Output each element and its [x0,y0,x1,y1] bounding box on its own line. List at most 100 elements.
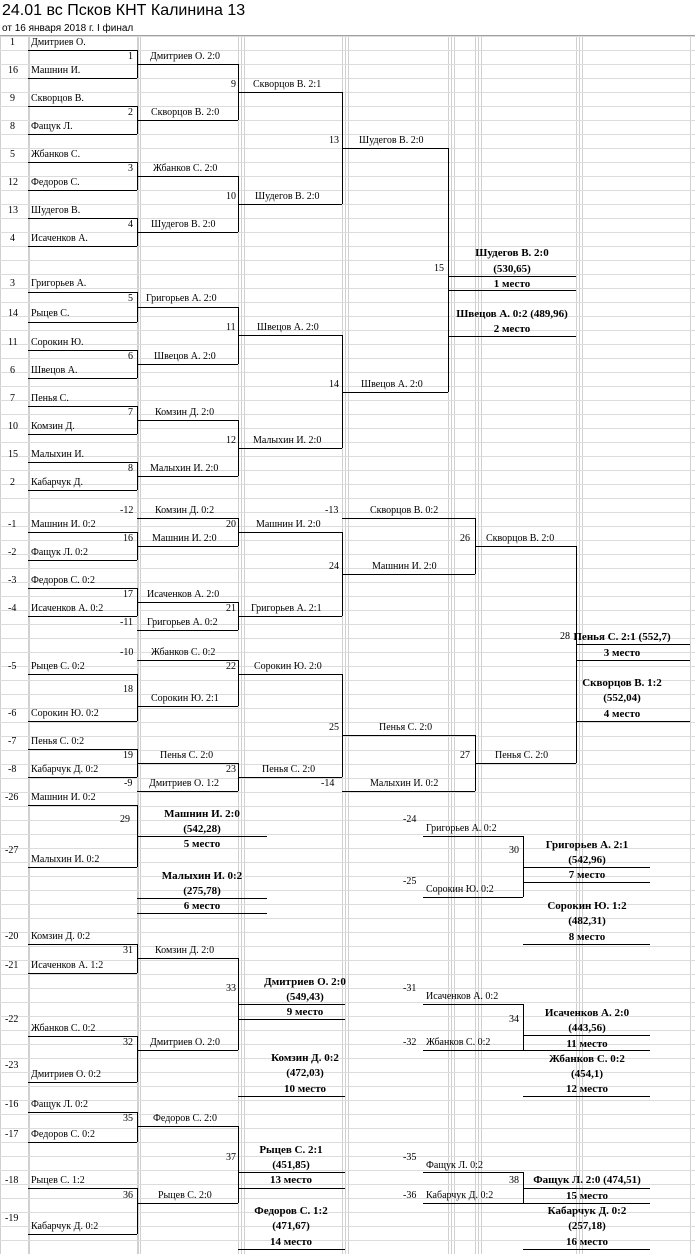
bracket-label: 6 [128,351,133,362]
bracket-label: Григорьев А. [31,278,87,289]
bracket-label: Швецов А. 2:0 [257,322,319,333]
bracket-label: Фащук Л. [31,121,73,132]
bracket-label: Исаченков А. 0:2 [31,603,104,614]
bracket-label: 18 [123,684,133,695]
bracket-label: 21 [226,603,236,614]
seed-number: 16 [8,65,18,76]
result-label: Скворцов В. 1:2 [582,677,662,689]
bracket-label: 33 [226,983,236,994]
bracket-label: 10 [226,191,236,202]
bracket-label: 5 [128,293,133,304]
bracket-label: 32 [123,1037,133,1048]
bracket-label: Пенья С. 2:0 [495,750,549,761]
result-label: Жбанков С. 0:2 [549,1053,625,1065]
bracket-label: Исаченков А. 2:0 [147,589,220,600]
bracket-label: Фащук Л. 0:2 [31,547,88,558]
result-label: (542,96) [568,854,606,866]
bracket-label: Дмитриев О. 1:2 [149,778,220,789]
bracket-label: Шудегов В. 2:0 [255,191,320,202]
result-label: Швецов А. 0:2 (489,96) [456,308,568,320]
result-label: 10 место [284,1083,326,1095]
bracket-label: Федоров С. [31,177,80,188]
bracket-label: Кабарчук Д. 0:2 [426,1190,494,1201]
bracket-label: Малыхин И. [31,449,85,460]
seed-number: -4 [8,603,17,614]
seed-number: 2 [10,477,15,488]
result-label: Машнин И. 2:0 [164,808,240,820]
result-label: (275,78) [183,885,221,897]
bracket-label: Рыцев С. 1:2 [31,1175,85,1186]
seed-number: 13 [8,205,18,216]
seed-number: -3 [8,575,17,586]
bracket-label: Комзин Д. [31,421,75,432]
bracket-label: 13 [329,135,339,146]
bracket-label: Малыхин И. 0:2 [31,854,100,865]
page-title: 24.01 вс Псков КНТ Калинина 13 [2,2,246,19]
bracket-label: Швецов А. 2:0 [154,351,216,362]
result-label: (454,1) [570,1068,604,1080]
bracket-label: 37 [226,1152,236,1163]
seed-number: 7 [10,393,15,404]
bracket-label: Машнин И. [31,65,81,76]
result-label: Сорокин Ю. 1:2 [547,900,627,912]
bracket-label: Швецов А. 2:0 [361,379,423,390]
bracket-label: Машнин И. 0:2 [31,792,96,803]
bracket-label: Кабарчук Д. [31,477,83,488]
bracket-label: 4 [128,219,133,230]
bracket-label: Сорокин Ю. 2:0 [254,661,322,672]
result-label: (530,65) [493,263,531,275]
bracket-label: Шудегов В. [31,205,81,216]
bracket-label: Машнин И. 2:0 [372,561,437,572]
bracket-label: 11 [226,322,236,333]
bracket-label: Жбанков С. 0:2 [31,1023,96,1034]
bracket-label: -10 [120,647,134,658]
bracket-label: 1 [128,51,133,62]
seed-number: 10 [8,421,18,432]
bracket-label: 30 [509,845,519,856]
bracket-label: Шудегов В. 2:0 [359,135,424,146]
result-label: 1 место [493,278,531,290]
bracket-label: Дмитриев О. [31,37,86,48]
bracket-label: Дмитриев О. 2:0 [150,51,221,62]
bracket-label: Комзин Д. 0:2 [155,505,215,516]
bracket-label: Пенья С. 2:0 [262,764,316,775]
result-label: (482,31) [568,915,606,927]
bracket-label: Фащук Л. 0:2 [31,1099,88,1110]
bracket-label: Скворцов В. 2:1 [253,79,322,90]
bracket-label: 3 [128,163,133,174]
bracket-label: Скворцов В. 0:2 [370,505,439,516]
result-label: 8 место [568,931,606,943]
result-label: 7 место [568,869,606,881]
seed-number: 9 [10,93,15,104]
bracket-label: Швецов А. [31,365,78,376]
result-label: 14 место [270,1236,312,1248]
result-label: (443,56) [568,1022,606,1034]
result-label: Исаченков А. 2:0 [544,1007,630,1019]
result-label: 15 место [566,1190,608,1202]
result-label: 12 место [566,1083,608,1095]
result-label: 16 место [566,1236,608,1248]
bracket-label: Сорокин Ю. 2:1 [151,693,219,704]
seed-number: -22 [5,1014,19,1025]
seed-number: 1 [10,37,15,48]
seed-number: 8 [10,121,15,132]
bracket-label: Сорокин Ю. 0:2 [426,884,494,895]
bracket-label: 29 [120,814,130,825]
bracket-label: Малыхин И. 0:2 [370,778,439,789]
bracket-label: Малыхин И. 2:0 [150,463,219,474]
bracket-label: Пенья С. [31,393,69,404]
bracket-label: Рыцев С. 2:0 [158,1190,212,1201]
bracket-label: Федоров С. 2:0 [153,1113,217,1124]
bracket-label: Пенья С. 0:2 [31,736,85,747]
bracket-label: 24 [329,561,339,572]
bracket-label: 7 [128,407,133,418]
bracket-label: -36 [403,1190,417,1201]
seed-number: -6 [8,708,17,719]
bracket-label: Пенья С. 2:0 [379,722,433,733]
seed-number: -17 [5,1129,19,1140]
result-label: 5 место [183,838,221,850]
bracket-label: -24 [403,814,417,825]
bracket-label: Скворцов В. [31,93,84,104]
bracket-label: Жбанков С. 0:2 [426,1037,491,1048]
